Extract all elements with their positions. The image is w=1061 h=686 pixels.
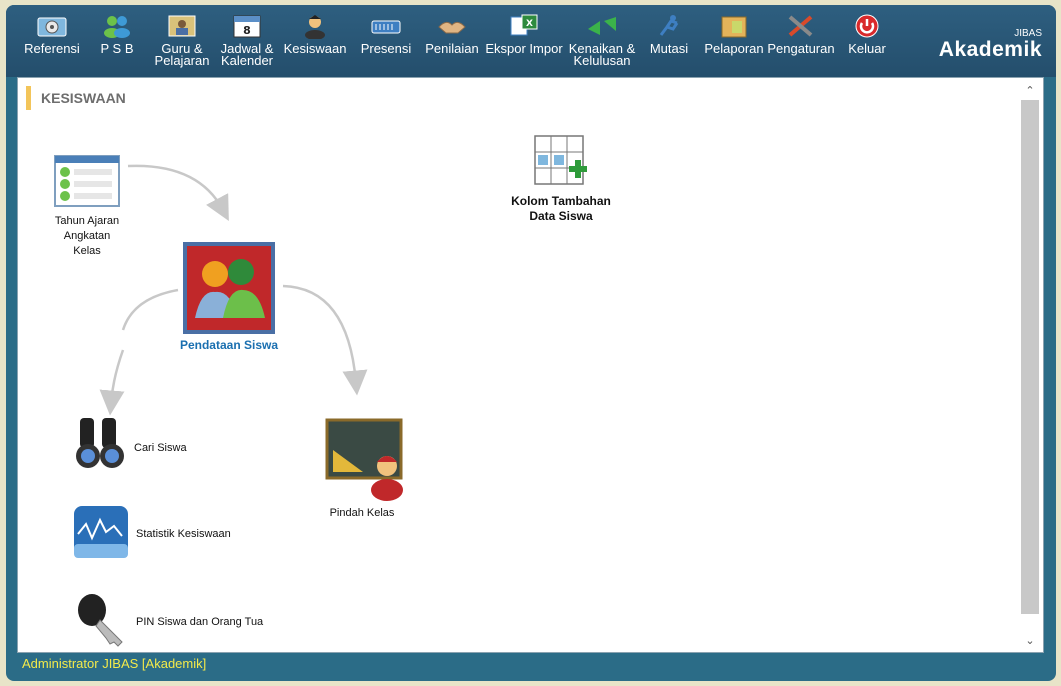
toolbar-item-pengaturan[interactable]: Pengaturan	[766, 13, 836, 55]
binoculars-icon	[76, 418, 124, 468]
toolbar-item-psb[interactable]: P S B	[94, 13, 140, 55]
node-statistik[interactable]	[72, 504, 130, 560]
flow-arrows	[99, 164, 368, 416]
teacher-icon	[168, 15, 196, 37]
scroll-down-icon[interactable]: ⌄	[1025, 635, 1035, 647]
toolbar-item-presensi[interactable]: Presensi	[356, 13, 416, 55]
node-pin[interactable]	[72, 590, 130, 648]
toolbar-item-kesiswaan[interactable]: Kesiswaan	[282, 13, 348, 55]
report-icon	[721, 16, 747, 38]
vertical-scrollbar[interactable]: ⌃ ⌄	[1021, 84, 1039, 648]
main-toolbar: Referensi P S B Guru & Pelajaran 8 Jadwa…	[6, 5, 1056, 77]
node-pindah-kelas[interactable]: Pindah Kelas	[312, 414, 412, 521]
node-pendataan-siswa[interactable]: Pendataan Siswa	[174, 240, 284, 353]
toolbar-item-guru-pelajaran[interactable]: Guru & Pelajaran	[154, 13, 210, 67]
calendar-icon: 8	[233, 15, 261, 38]
toolbar-item-kenaikan-kelulusan[interactable]: Kenaikan & Kelulusan	[566, 13, 638, 67]
node-cari-siswa[interactable]	[72, 412, 130, 472]
gear-monitor-icon	[37, 17, 67, 37]
node-kolom-tambahan[interactable]: Kolom Tambahan Data Siswa	[496, 134, 626, 224]
export-import-icon: X	[510, 14, 538, 36]
handshake-icon	[438, 21, 466, 34]
footer-status: Administrator JIBAS [Akademik]	[22, 656, 207, 671]
brand-logo: JIBAS Akademik	[938, 28, 1042, 61]
toolbar-item-penilaian[interactable]: Penilaian	[422, 13, 482, 55]
svg-text:X: X	[526, 19, 533, 29]
cari-siswa-label[interactable]: Cari Siswa	[134, 442, 187, 454]
pin-label[interactable]: PIN Siswa dan Orang Tua	[136, 616, 264, 628]
scroll-up-icon[interactable]: ⌃	[1025, 85, 1035, 97]
svg-text:8: 8	[243, 24, 251, 37]
runner-icon	[659, 15, 679, 36]
table-add-icon	[534, 135, 587, 185]
list-checks-icon	[54, 155, 120, 207]
attendance-icon	[371, 20, 401, 34]
students-pair-icon	[183, 242, 275, 334]
chalkboard-teacher-icon	[325, 418, 403, 501]
content-panel: KESISWAAN Tahun Ajaran Angkatan Kelas	[17, 77, 1044, 653]
toolbar-item-ekspor-impor[interactable]: X Ekspor Impor	[482, 13, 566, 55]
tools-icon	[788, 15, 813, 37]
toolbar-item-referensi[interactable]: Referensi	[24, 13, 80, 55]
node-tahun-ajaran[interactable]: Tahun Ajaran Angkatan Kelas	[42, 154, 132, 259]
section-title: KESISWAAN	[26, 86, 126, 110]
toolbar-item-keluar[interactable]: Keluar	[844, 13, 890, 55]
power-icon	[855, 14, 879, 38]
toolbar-item-jadwal-kalender[interactable]: 8 Jadwal & Kalender	[220, 13, 274, 67]
car-key-icon	[78, 594, 123, 647]
toolbar-item-mutasi[interactable]: Mutasi	[644, 13, 694, 55]
stocks-chart-icon	[74, 506, 128, 558]
users-icon	[104, 16, 130, 38]
graduation-icon	[588, 17, 616, 35]
student-icon	[305, 15, 325, 39]
scroll-thumb[interactable]	[1021, 100, 1039, 614]
toolbar-item-pelaporan[interactable]: Pelaporan	[702, 13, 766, 55]
statistik-label[interactable]: Statistik Kesiswaan	[136, 528, 231, 540]
